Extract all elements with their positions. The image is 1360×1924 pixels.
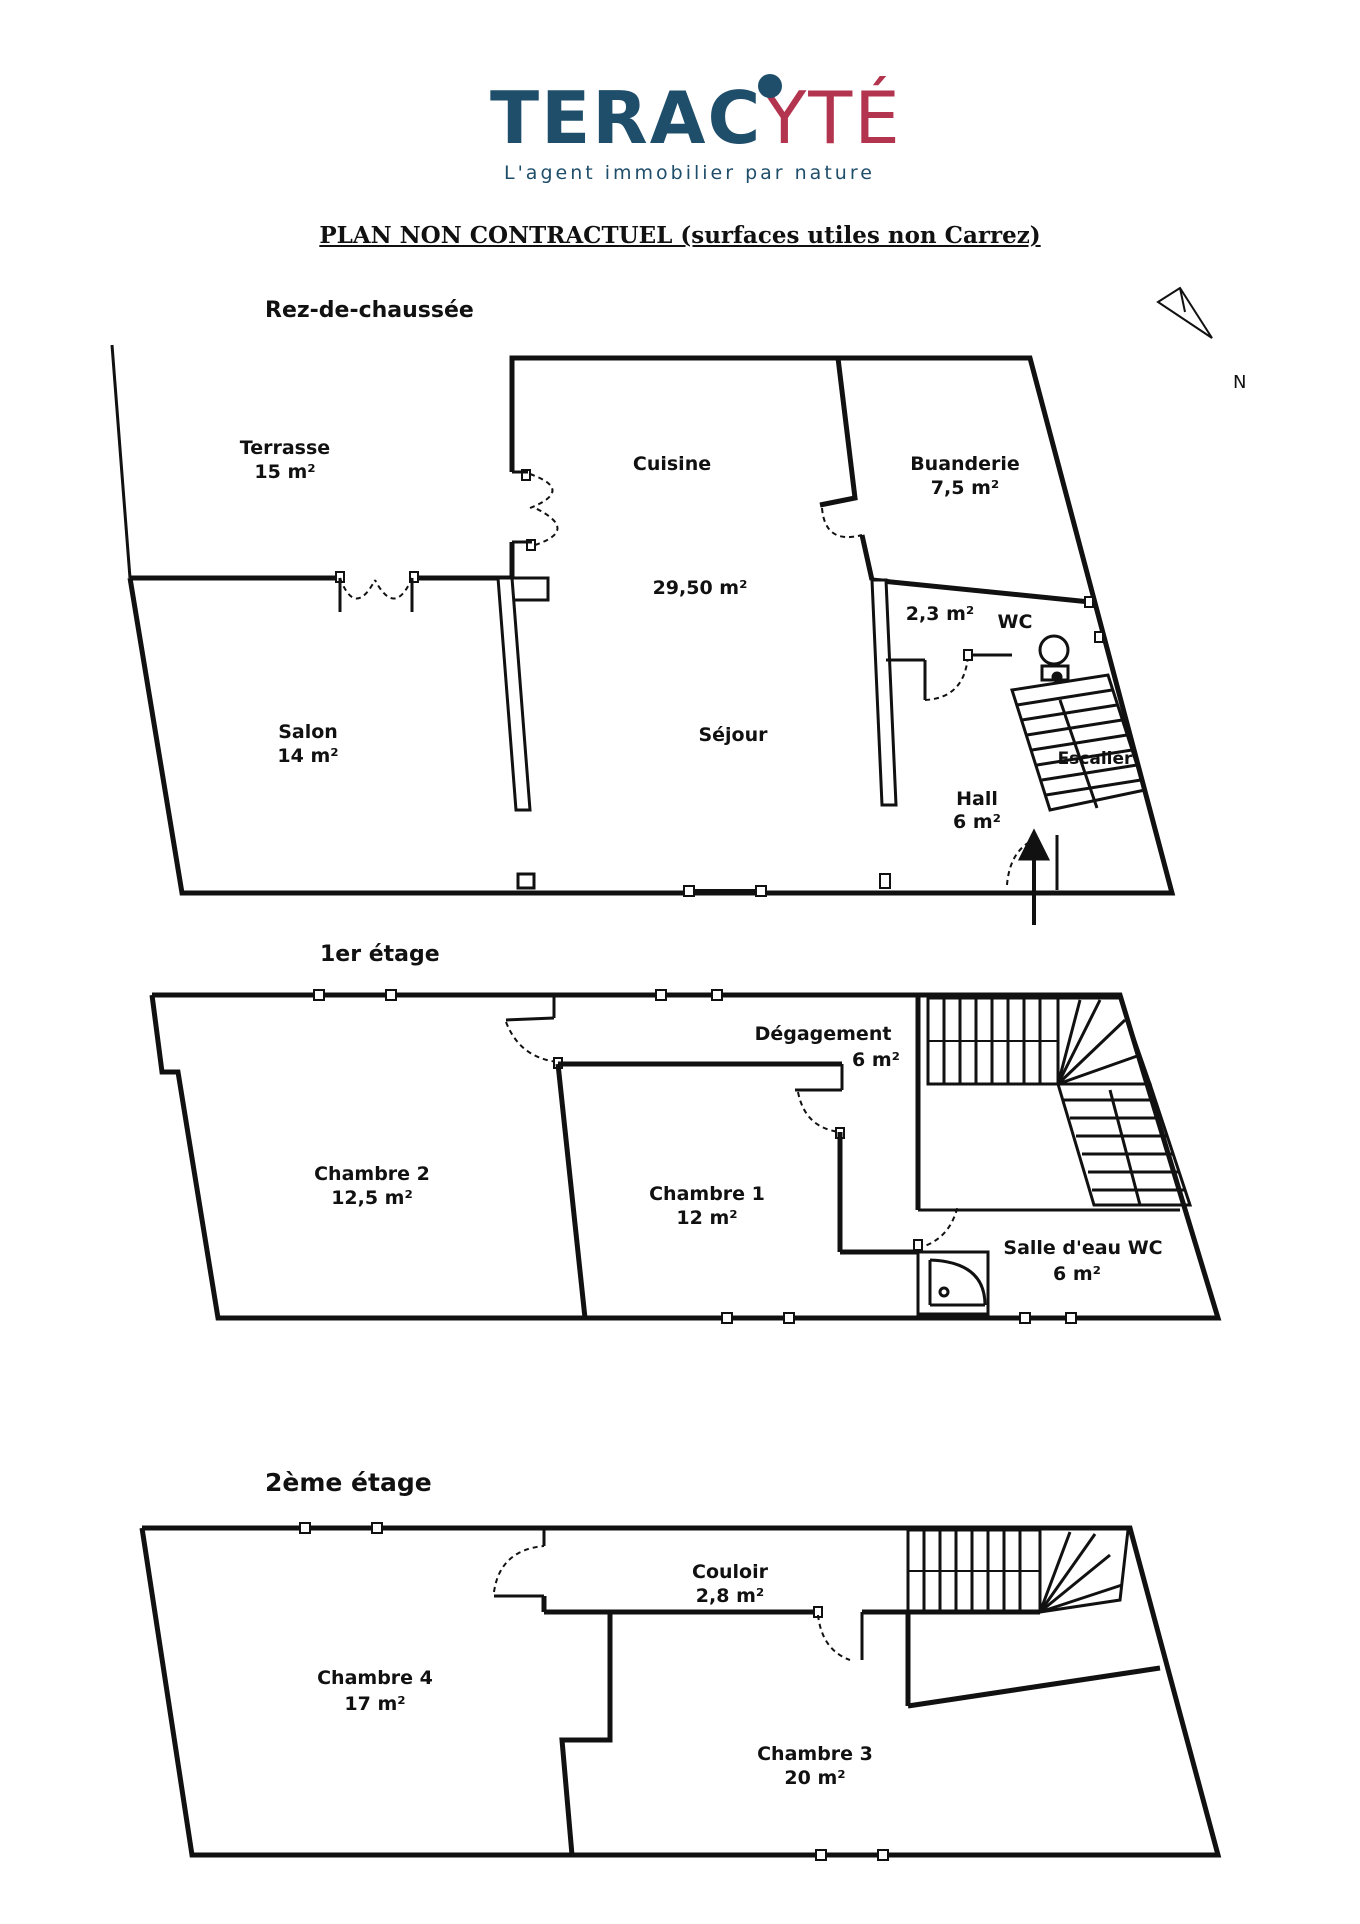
toilet-icon (1038, 634, 1070, 683)
first-floor-walls (149, 989, 1222, 1324)
room-salon-name: Salon (278, 721, 338, 743)
room-escalier-name: Escalier (1058, 749, 1133, 769)
room-chambre4-area: 17 m² (344, 1693, 405, 1715)
floor-title-second: 2ème étage (265, 1468, 432, 1497)
room-cuisine-name: Cuisine (633, 453, 711, 475)
entrance-arrow-icon (1017, 828, 1051, 925)
room-salon-area: 14 m² (277, 745, 338, 767)
room-sejour-area: 29,50 m² (653, 577, 748, 599)
room-buanderie-name: Buanderie (910, 453, 1020, 475)
room-couloir-area: 2,8 m² (696, 1585, 764, 1607)
room-chambre3-area: 20 m² (784, 1767, 845, 1789)
shower-icon (916, 1250, 990, 1316)
room-terrasse-area: 15 m² (254, 461, 315, 483)
brand-wordmark: TERACYTÉ (490, 82, 902, 154)
room-terrasse-name: Terrasse (240, 437, 330, 459)
second-floor-walls (139, 1522, 1222, 1861)
brand-logo: TERACYTÉ L'agent immobilier par nature (490, 70, 900, 185)
room-salle-eau-name: Salle d'eau WC (1003, 1237, 1162, 1259)
brand-dot-icon (758, 74, 782, 98)
brand-tagline: L'agent immobilier par nature (504, 162, 875, 184)
room-wc-area: 2,3 m² (906, 603, 974, 625)
north-arrow-icon (1156, 286, 1213, 339)
room-chambre3-name: Chambre 3 (757, 1743, 873, 1765)
staircase-ground (1010, 673, 1147, 812)
staircase-second (906, 1528, 1130, 1614)
plan-subtitle: PLAN NON CONTRACTUEL (surfaces utiles no… (319, 222, 1041, 249)
staircase-first (926, 996, 1193, 1207)
room-couloir-name: Couloir (692, 1561, 769, 1583)
room-sejour-name: Séjour (698, 724, 768, 746)
floor-title-ground: Rez-de-chaussée (265, 298, 474, 323)
brand-name-part1: TERAC (490, 76, 763, 160)
room-chambre4-name: Chambre 4 (317, 1667, 433, 1689)
floor-title-first: 1er étage (320, 942, 440, 967)
room-chambre2-name: Chambre 2 (314, 1163, 430, 1185)
room-chambre1-name: Chambre 1 (649, 1183, 765, 1205)
room-buanderie-area: 7,5 m² (931, 477, 999, 499)
room-hall-area: 6 m² (953, 811, 1001, 833)
room-salle-eau-area: 6 m² (1053, 1263, 1101, 1285)
compass-label: N (1233, 372, 1247, 393)
room-degagement-area: 6 m² (852, 1049, 900, 1071)
ground-floor-walls (110, 344, 1176, 925)
room-chambre1-area: 12 m² (676, 1207, 737, 1229)
room-hall-name: Hall (956, 788, 998, 810)
room-degagement-name: Dégagement (755, 1023, 892, 1045)
brand-name-part2: YTÉ (762, 76, 902, 160)
room-wc-name: WC (998, 611, 1033, 633)
room-chambre2-area: 12,5 m² (331, 1187, 413, 1209)
